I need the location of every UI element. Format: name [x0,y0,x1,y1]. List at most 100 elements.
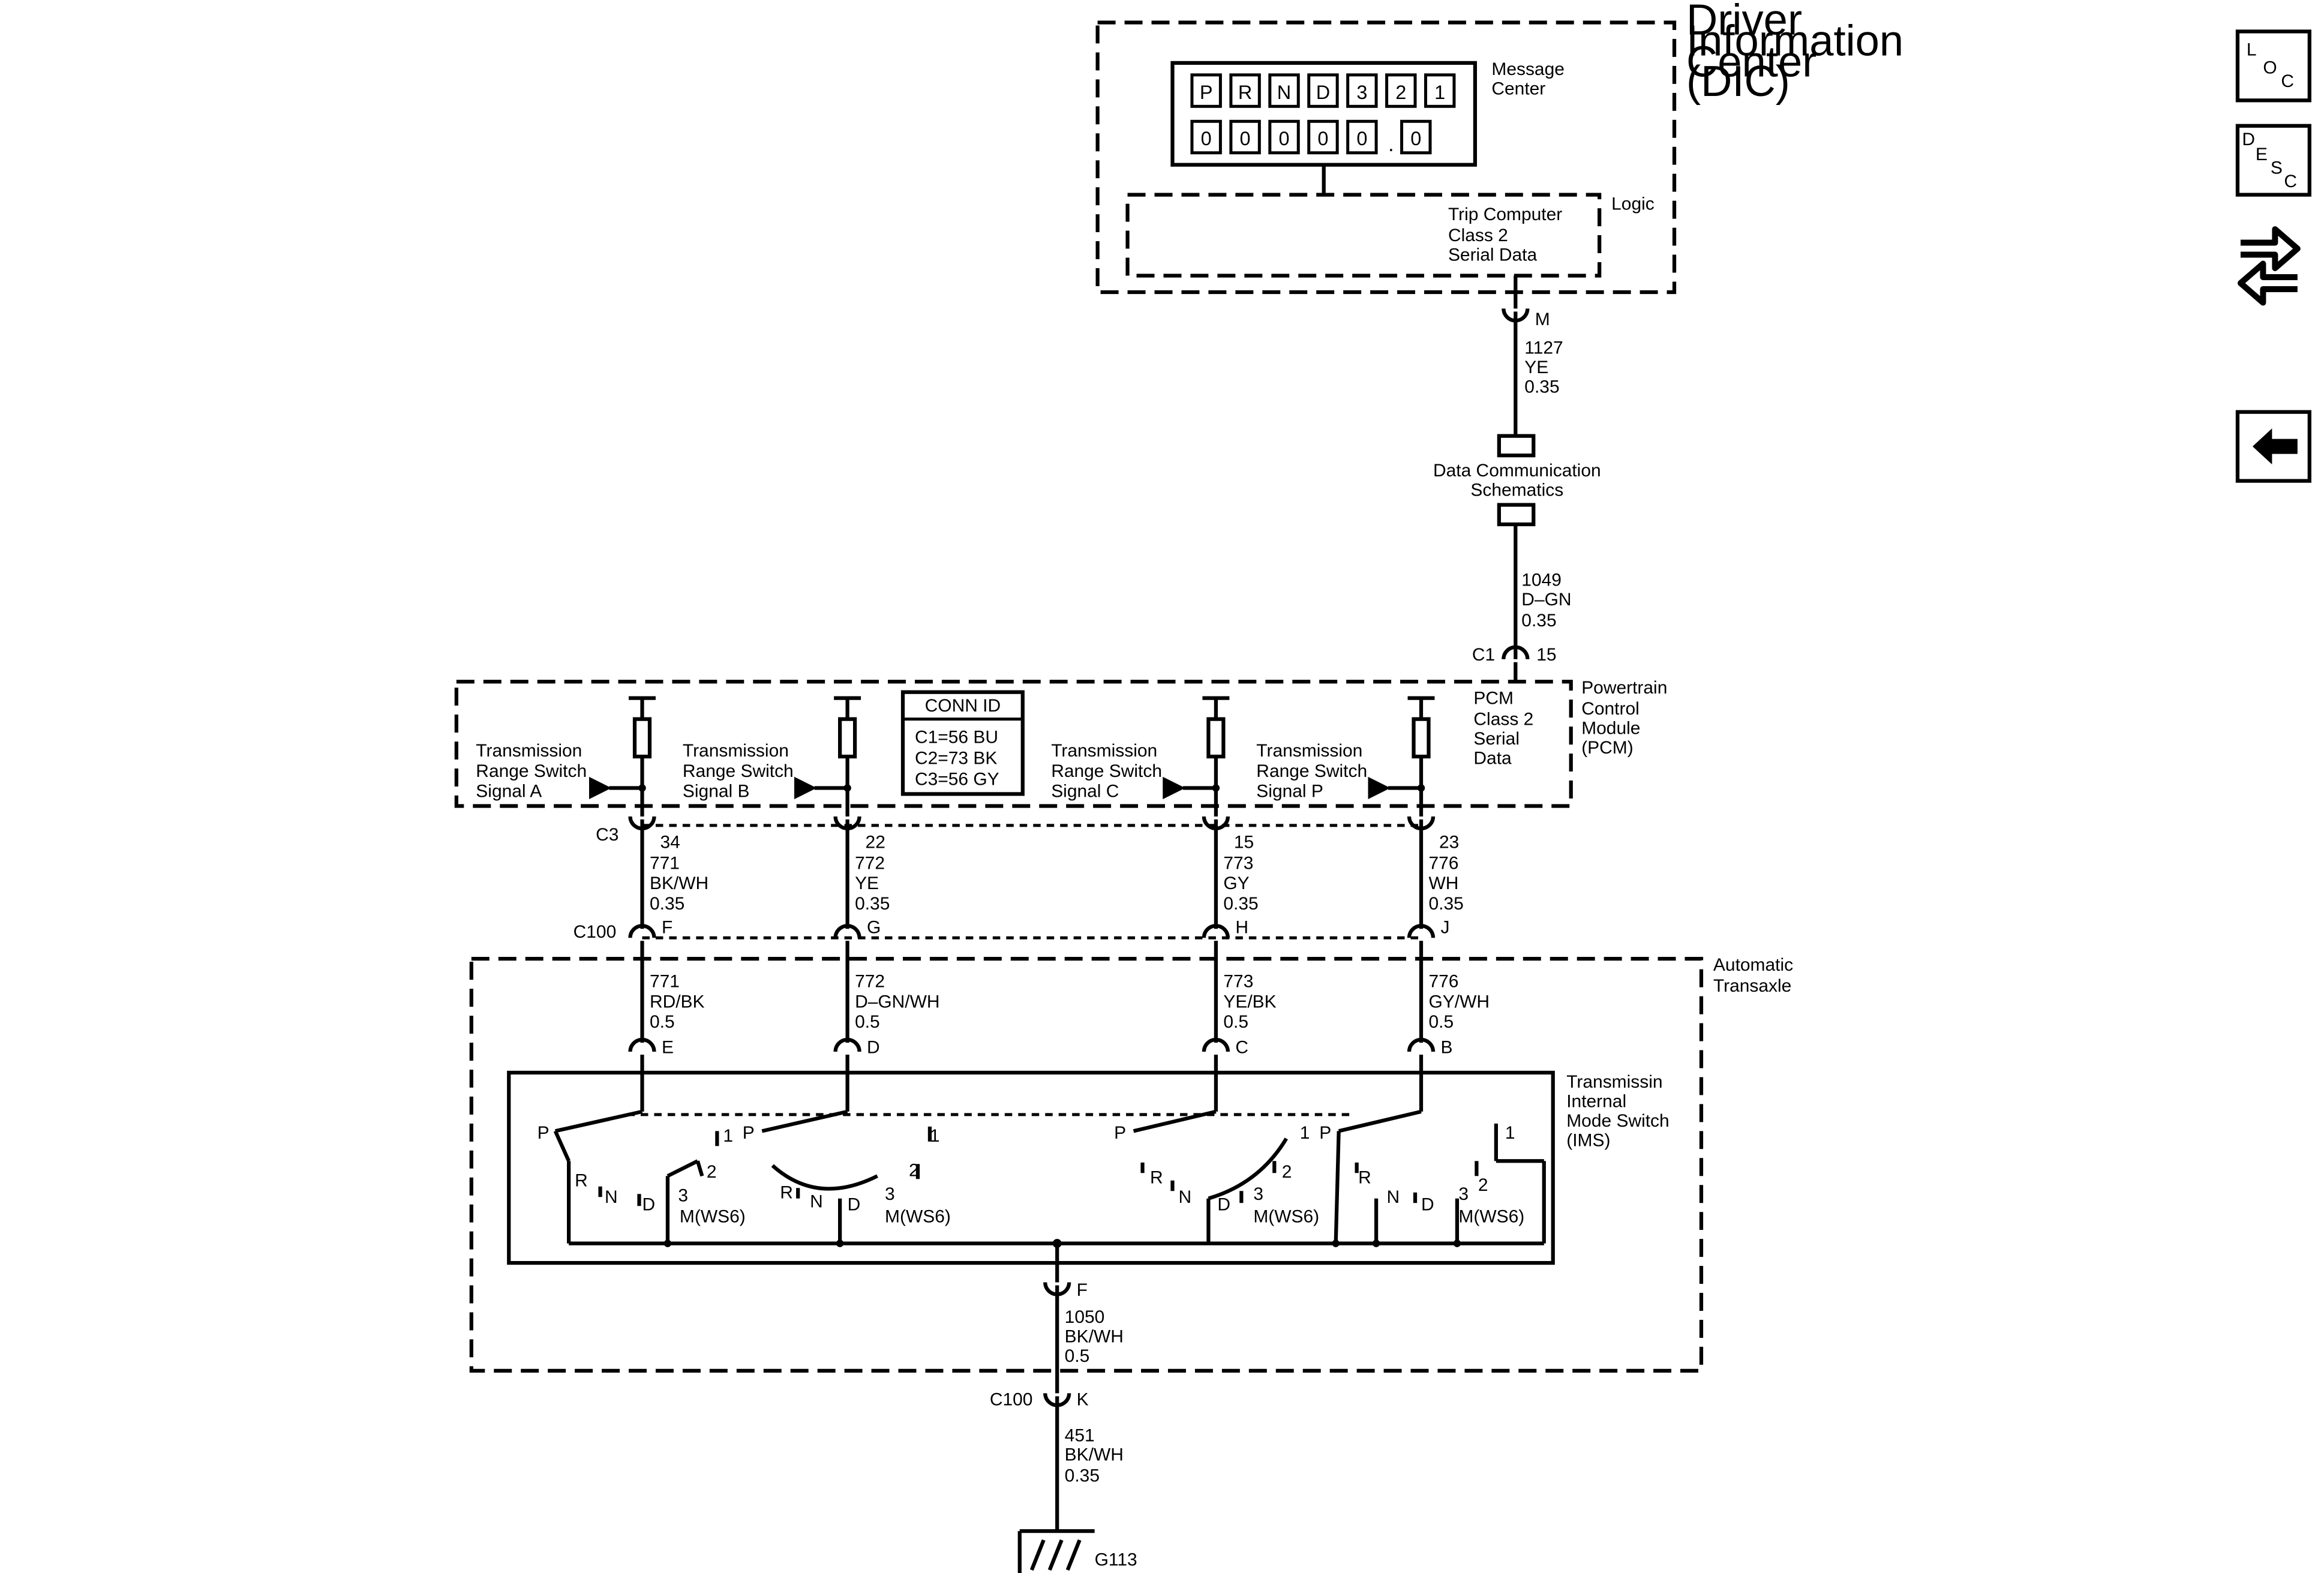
pcm-class2-4: Data [1473,749,1512,769]
trip-label-1: Trip Computer [1448,205,1562,224]
lower-wire-label: 776 [1428,972,1458,992]
upper-wire-label: WH [1428,873,1458,893]
conn-id-title: CONN ID [925,696,1001,716]
ims-title-1: Transmissin [1566,1072,1662,1092]
c3-label: C3 [596,825,618,845]
gnd-wire1-size: 0.5 [1065,1346,1090,1366]
gear-cell-label: N [1277,82,1291,103]
odometer-digit: 0 [1317,128,1328,149]
trip-label-2: Class 2 [1448,226,1508,245]
pos-3: 3 [678,1186,688,1206]
dic-title-3: Center [1686,37,1816,86]
desc-letter-d: D [2242,130,2255,149]
odometer-digit: 0 [1278,128,1289,149]
odometer-digit: 0 [1240,128,1251,149]
odometer-cell [1346,119,1378,155]
pos-2: 2 [707,1162,717,1182]
signal-label: Range Switch [1256,761,1367,781]
connector-icon[interactable] [2237,226,2301,306]
pcm-class2-3: Serial [1473,729,1520,749]
dic-wire-size: 0.35 [1524,377,1559,397]
upper-wire-label: 776 [1428,853,1458,873]
upper-wire-label: 0.35 [1428,894,1463,914]
transaxle-module [469,957,1704,1373]
signal-label: Range Switch [683,761,794,781]
gnd-c100-pin: K [1077,1389,1089,1409]
upper-wire-label: GY [1223,873,1249,893]
gear-cell [1385,73,1417,108]
gear-cell [1229,73,1261,108]
gear-cell-label: 2 [1395,82,1406,103]
gear-cell-label: P [1200,82,1213,103]
odometer-decimal: . [1388,133,1394,156]
pos-2: 2 [1478,1175,1488,1195]
pos-1: 1 [1300,1123,1310,1143]
data-comm-label-2: Schematics [1470,481,1563,500]
odometer-cell [1190,119,1222,155]
back-button[interactable] [2235,410,2311,483]
pos-n: N [1387,1187,1400,1207]
upper-wire-label: 771 [650,853,680,873]
c100-pin: F [662,918,672,938]
lower-wire-label: RD/BK [650,992,705,1011]
loc-letter-c: C [2281,71,2294,91]
upper-wire-label: 0.35 [855,894,890,914]
lower-wire-label: 0.5 [855,1012,880,1032]
logic-box [1125,193,1602,278]
conn-id-box [900,690,1025,796]
dc-pin: 15 [1536,645,1556,665]
signal-label: Transmission [1256,741,1362,761]
loc-button[interactable]: L O C [2235,29,2311,103]
upper-wire-label: 773 [1223,853,1253,873]
pos-1: 1 [1505,1123,1515,1143]
pos-3: 3 [1458,1184,1469,1204]
message-center-label-2: Center [1491,79,1545,98]
pcm-title-3: Module [1581,719,1640,739]
c100-pin: J [1440,918,1449,938]
transaxle-title-1: Automatic [1713,955,1793,975]
odometer-cell [1229,119,1261,155]
conn-id-row-3: C3=56 GY [915,770,999,789]
dc-wire-num: 1049 [1521,570,1562,590]
message-center-label-1: Message [1491,59,1565,79]
signal-label: Signal A [476,781,542,801]
pos-p: P [743,1123,755,1143]
ims-title-2: Internal [1566,1091,1626,1111]
data-comm-label-1: Data Communication [1433,461,1601,481]
manual-label: M(WS6) [1253,1207,1319,1227]
lower-wire-label: 0.5 [1428,1012,1454,1032]
pcm-title-1: Powertrain [1581,678,1667,698]
dc-wire-color: D–GN [1521,590,1571,610]
pcm-pin: 22 [866,832,885,852]
gear-cell [1346,73,1378,108]
gear-cell [1424,73,1456,108]
manual-label: M(WS6) [1458,1207,1524,1227]
pos-r: R [1150,1168,1163,1188]
desc-letter-e: E [2256,145,2268,164]
pos-d: D [848,1195,861,1215]
pos-p: P [1319,1123,1331,1143]
odometer-digit: 0 [1356,128,1367,149]
pos-1: 1 [723,1126,733,1146]
dic-wire-num: 1127 [1524,338,1563,358]
lower-wire-label: 773 [1223,972,1253,992]
gear-cell-label: D [1316,82,1330,103]
upper-wire-label: 772 [855,853,885,873]
pos-3: 3 [885,1184,895,1204]
lower-wire-label: 772 [855,972,885,992]
gear-cell [1190,73,1222,108]
c100-pin: G [867,918,881,938]
gnd-wire2-color: BK/WH [1065,1445,1124,1465]
svg-text:(DIC): (DIC) [1686,57,1790,106]
ims-title-4: (IMS) [1566,1130,1610,1150]
desc-button[interactable]: D E S C [2235,124,2311,197]
upper-wire-label: BK/WH [650,873,708,893]
lower-wire-label: 0.5 [1223,1012,1248,1032]
odometer-digit: 0 [1410,128,1421,149]
pos-d: D [1217,1195,1230,1215]
